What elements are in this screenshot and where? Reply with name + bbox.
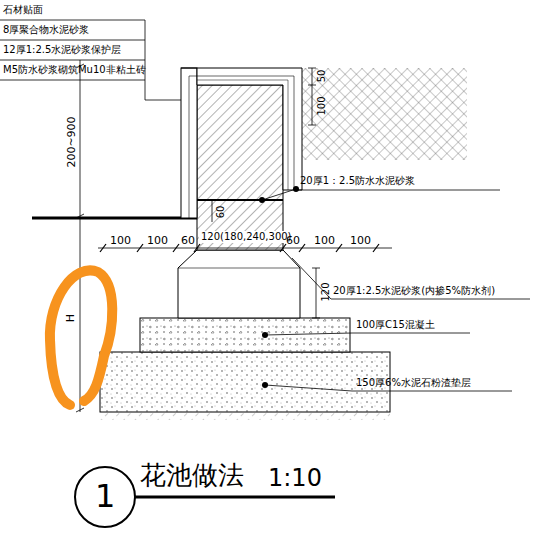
material-note: 20厚1:2.5水泥砂浆(内掺5%防水剂) (333, 286, 495, 296)
dimension: H (64, 312, 77, 324)
dimension: 120 (321, 282, 331, 301)
dimension: 50 (317, 70, 327, 83)
dimension: 120(180,240,300) (199, 231, 294, 243)
scale: 1:10 (268, 466, 322, 490)
material-note: 150厚6%水泥石粉渣垫层 (356, 378, 471, 388)
drawing-title: 花池做法 (140, 462, 244, 488)
dimension: 60 (216, 206, 226, 219)
dimension: 100 (110, 235, 131, 246)
dimension: 60 (286, 235, 300, 246)
dimension: 100 (147, 235, 168, 246)
dimension: 100 (314, 235, 335, 246)
material-note: M5防水砂浆砌筑Mu10非粘土砖 (3, 65, 146, 75)
dimension: 200~900 (65, 114, 78, 169)
dimension: 100 (350, 235, 371, 246)
material-note: 8厚聚合物水泥砂浆 (3, 25, 89, 35)
dimension: 100 (317, 96, 327, 115)
material-note: 12厚1:2.5水泥砂浆保护层 (3, 45, 121, 55)
material-note: 石材贴面 (3, 5, 43, 15)
material-note: 20厚1：2.5防水水泥砂浆 (300, 176, 415, 186)
dimension: 60 (181, 235, 195, 246)
callout-number: 1 (95, 480, 115, 512)
material-note: 100厚C15混凝土 (356, 320, 435, 330)
